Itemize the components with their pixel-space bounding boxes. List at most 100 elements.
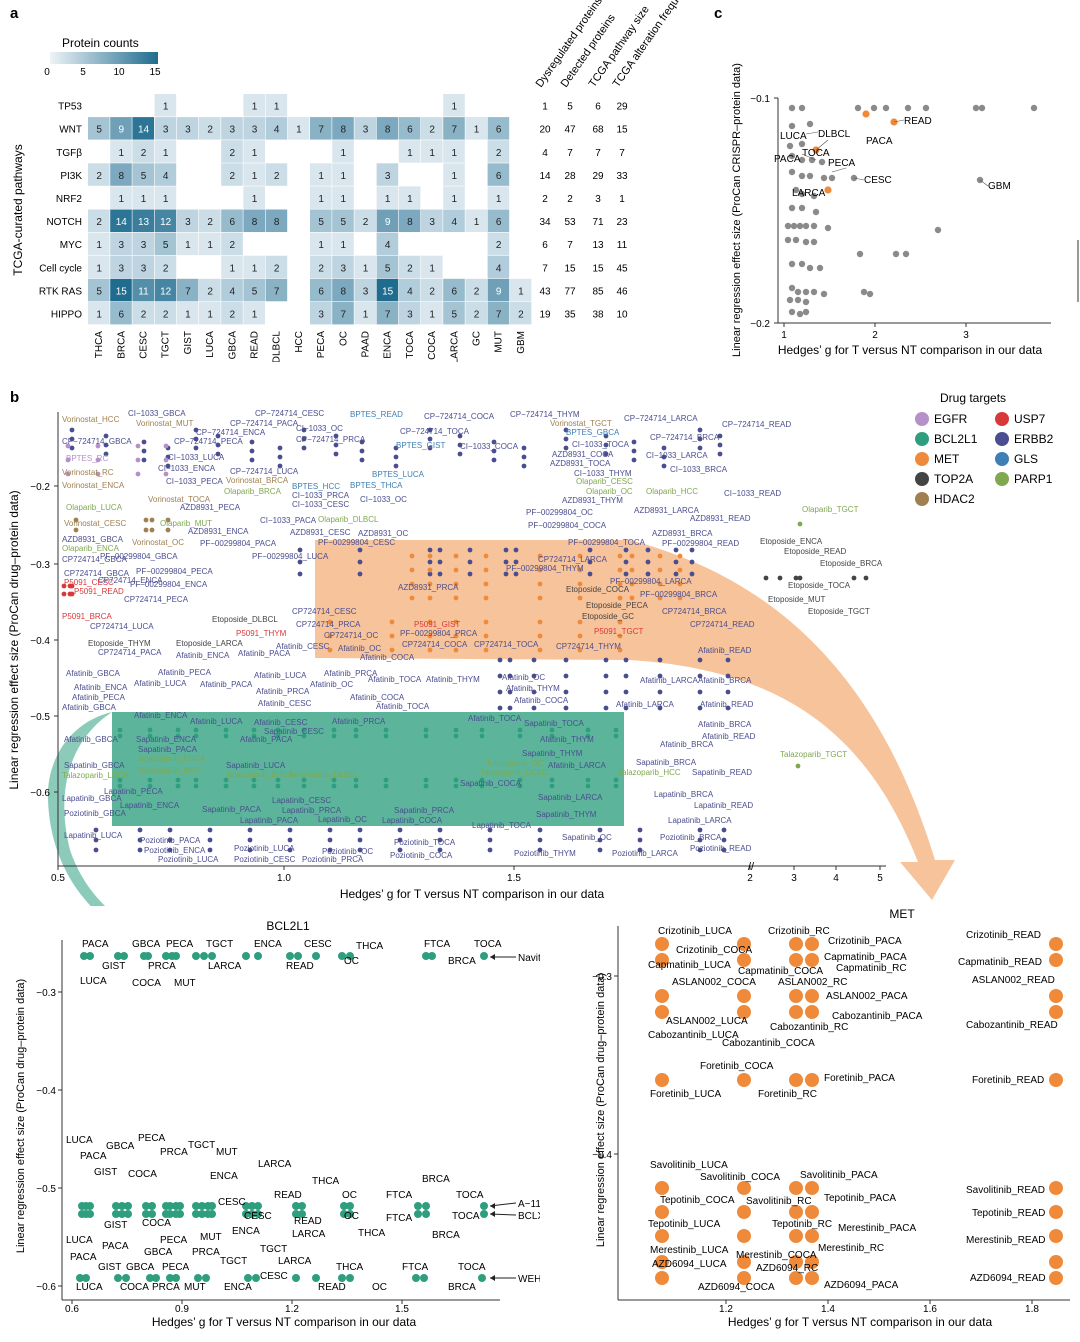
data-point: [327, 647, 333, 653]
data-point: [802, 238, 810, 246]
data-point: [725, 689, 731, 695]
panel-b-point-label: CI−1033_LUCA: [168, 453, 225, 462]
heatmap-cell-value: 12: [160, 286, 172, 297]
data-point: [795, 763, 801, 769]
met-point-label: ASLAN002_RC: [778, 977, 847, 988]
colorbar-tick-label: 0: [44, 67, 50, 78]
pathway-label: WNT: [59, 125, 82, 136]
panel-b-point-label: Poziotinib_CESC: [234, 855, 296, 864]
data-point: [517, 727, 523, 733]
data-point: [882, 104, 890, 112]
panel-b-point-label: PF−00299804_PRCA: [400, 629, 478, 638]
data-point: [427, 427, 433, 433]
panel-a-letter: a: [10, 5, 19, 22]
heatmap-cell: [487, 255, 510, 279]
bcl2l1-point-label: LARCA: [278, 1256, 312, 1267]
data-point: [166, 1202, 174, 1210]
cancer-type-label: TOCA: [405, 331, 416, 359]
panel-b-point-label: Vorinostat_TGCT: [550, 419, 612, 428]
panel-b-point-label: CP−724714_LARCA: [624, 414, 698, 423]
side-value: 2: [567, 194, 573, 205]
data-point: [202, 1274, 210, 1282]
heatmap-cell: [332, 301, 354, 325]
heatmap-cell-value: 3: [119, 240, 125, 251]
heatmap-cell-value: 3: [429, 217, 435, 228]
heatmap-cell-value: 5: [96, 286, 102, 297]
heatmap-cell-value: 7: [385, 309, 391, 320]
data-point: [491, 457, 497, 463]
heatmap-cell-value: 6: [496, 125, 502, 136]
data-point: [563, 673, 569, 679]
data-point: [788, 308, 796, 316]
bcl2l1-point-label: FTCA: [386, 1213, 412, 1224]
data-point: [737, 1005, 751, 1019]
cancer-type-label: GC: [472, 331, 483, 346]
heatmap-cell: [354, 278, 376, 302]
panel-b-point-label: CI−1033_CESC: [292, 500, 349, 509]
panel-b-point-label: Talazoparib_CESC: [480, 768, 548, 777]
data-point: [331, 733, 337, 739]
data-point: [870, 104, 878, 112]
data-point: [537, 567, 543, 573]
drug-name-label: Navitoclax: [518, 953, 540, 964]
y-tick-label: −0.5: [36, 1184, 56, 1195]
data-point: [487, 847, 493, 853]
data-point: [149, 517, 155, 523]
panel-b-point-label: Sapatinib_ENCA: [136, 735, 197, 744]
data-point: [333, 433, 339, 439]
data-point: [73, 527, 79, 533]
data-point: [215, 442, 221, 448]
panel-b-point-label: AZD8931_COCA: [552, 450, 614, 459]
data-point: [655, 1271, 669, 1285]
data-point: [301, 427, 307, 433]
data-point: [135, 471, 141, 477]
panel-b-point-label: CP724714_PECA: [124, 595, 189, 604]
heatmap-cell: [354, 255, 376, 279]
data-point: [507, 689, 513, 695]
data-point: [247, 837, 253, 843]
data-point: [677, 581, 683, 587]
data-point: [162, 952, 170, 960]
data-point: [790, 222, 798, 230]
panel-b-point-label: AZD8931_PRCA: [398, 583, 459, 592]
data-point: [860, 288, 868, 296]
panel-b-point-label: CP724714_CESC: [292, 607, 357, 616]
bcl2l1-point-label: TOCA: [474, 939, 502, 950]
panel-b-point-label: Afatinib_THYM: [506, 684, 560, 693]
cancer-type-label: GBM: [516, 331, 527, 354]
panel-b-point-label: BPTES_LUCA: [372, 470, 425, 479]
label-leader-line: [801, 153, 817, 161]
panel-b-point-label: Afatinib_PRCA: [256, 687, 310, 696]
heatmap-cell: [176, 301, 199, 325]
panel-b-point-label: Vorinostat_OC: [132, 538, 184, 547]
heatmap-cell-value: 3: [318, 309, 324, 320]
data-point: [172, 1274, 180, 1282]
data-point: [277, 463, 283, 469]
heatmap-cell: [132, 301, 154, 325]
data-point: [327, 633, 333, 639]
heatmap-cell-value: 2: [141, 148, 147, 159]
drug-arrowhead: [490, 1275, 495, 1281]
heatmap-cell: [88, 301, 110, 325]
data-point: [389, 619, 395, 625]
heatmap-cell-value: 1: [296, 125, 302, 136]
data-point: [717, 433, 723, 439]
heatmap-cell: [110, 278, 132, 302]
data-point: [577, 553, 583, 559]
panel-b-point-label: BPTES_RC: [66, 454, 108, 463]
data-point: [661, 454, 667, 460]
data-point: [251, 783, 257, 789]
x-tick-label: 1.2: [285, 1304, 299, 1315]
data-point: [298, 1202, 306, 1210]
data-point: [789, 1005, 803, 1019]
panel-b-point-label: Etoposide_TGCT: [808, 607, 870, 616]
data-point: [549, 777, 555, 783]
x-tick-label: 1.8: [1025, 1304, 1039, 1315]
panel-b-point-label: AZD8931_TOCA: [550, 459, 611, 468]
data-point: [301, 436, 307, 442]
data-point: [117, 733, 123, 739]
bcl2l1-point-label: OC: [342, 1190, 357, 1201]
bcl2l1-point-label: TGCT: [206, 939, 233, 950]
data-point: [737, 1255, 751, 1269]
bcl2l1-point-label: LUCA: [66, 1135, 93, 1146]
